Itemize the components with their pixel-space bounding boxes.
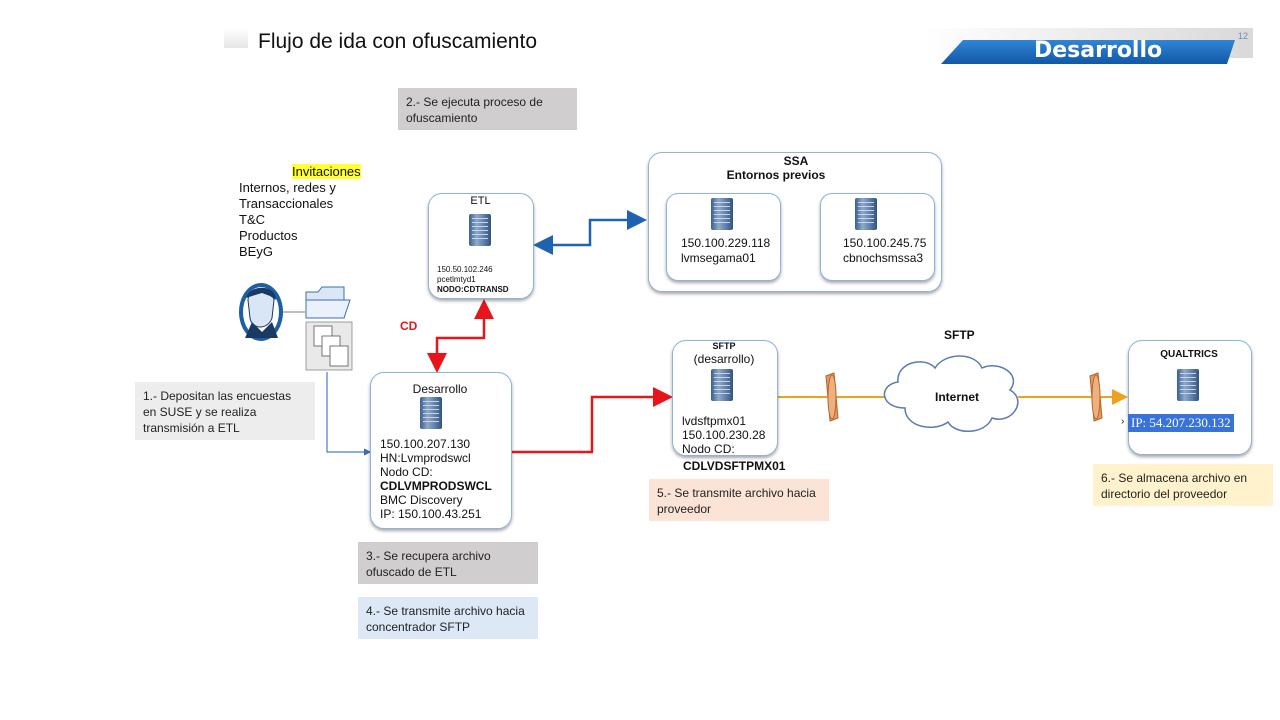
desarrollo-line: HN:Lvmprodswcl (380, 451, 471, 465)
connector-etl-ssa (533, 210, 647, 255)
ssa-server-1: 150.100.229.118 lvmsegama01 (666, 193, 781, 281)
internet-label: Internet (935, 390, 980, 404)
etl-title: ETL (470, 195, 491, 207)
documents-icon (305, 321, 353, 371)
etl-node: ETL 150.50.102.246 pcetlmtyd1 NODO:CDTRA… (428, 193, 534, 299)
step-5-note: 5.- Se transmite archivo hacia proveedor (649, 479, 829, 521)
connector-cd-etl-desarrollo (427, 299, 494, 373)
page-title: Flujo de ida con ofuscamiento (258, 30, 537, 53)
server-icon (420, 397, 442, 429)
etl-host: pcetlmtyd1 (437, 275, 476, 284)
connector-suse-to-desarrollo (326, 372, 372, 456)
etl-nodo: NODO:CDTRANSD (437, 285, 509, 294)
selection-caret-icon: › (1121, 416, 1125, 427)
invitaciones-item: BEyG (239, 244, 273, 259)
desarrollo-details: 150.100.207.130 HN:Lvmprodswcl Nodo CD: … (380, 437, 492, 521)
invitaciones-item: Transaccionales (239, 196, 334, 211)
title-marker (224, 28, 248, 48)
cloud-icon (883, 355, 1019, 432)
firewall-icon (825, 372, 839, 422)
qualtrics-title: QUALTRICS (1160, 349, 1218, 360)
step-6-note: 6.- Se almacena archivo en directorio de… (1093, 464, 1273, 506)
sftp-node-details: lvdsftpmx01 150.100.230.28 Nodo CD: (682, 414, 765, 456)
sftp-node-line: lvdsftpmx01 (682, 414, 747, 428)
invitaciones-item: Internos, redes y (239, 180, 336, 195)
ssa-server-1-ip: 150.100.229.118 (681, 236, 771, 250)
ssa-subtitle: Entornos previos (726, 168, 826, 182)
invitaciones-item: T&C (239, 212, 265, 227)
connector-desarrollo-sftp (512, 387, 673, 454)
sftp-protocol-label: SFTP (944, 328, 975, 342)
ssa-title: SSA (783, 154, 809, 168)
cd-label: CD (400, 319, 418, 333)
server-icon (469, 214, 491, 246)
section-banner (921, 28, 1253, 64)
desarrollo-line: IP: 150.100.43.251 (380, 507, 482, 521)
user-avatar-icon (239, 283, 283, 341)
ssa-node: SSA Entornos previos 150.100.229.118 lvm… (648, 152, 942, 292)
folder-icon (305, 286, 351, 319)
server-icon (1177, 369, 1199, 401)
ssa-server-2-ip: 150.100.245.75 (843, 236, 927, 250)
ssa-server-1-host: lvmsegama01 (681, 251, 756, 265)
qualtrics-node: QUALTRICS (1128, 340, 1252, 455)
invitaciones-heading: Invitaciones (292, 164, 361, 179)
section-banner-label: Desarrollo (1034, 38, 1163, 63)
server-icon (711, 198, 733, 230)
sftp-node-line: Nodo CD: (682, 442, 735, 456)
page-number: 12 (1238, 31, 1249, 41)
desarrollo-node: Desarrollo 150.100.207.130 HN:Lvmprodswc… (370, 372, 512, 529)
ssa-server-2: 150.100.245.75 cbnochsmssa3 (820, 193, 935, 281)
invitaciones-item: Productos (239, 228, 298, 243)
desarrollo-line: BMC Discovery (380, 493, 463, 507)
step-3-note: 3.- Se recupera archivo ofuscado de ETL (358, 542, 538, 584)
step-1-note: 1.- Depositan las encuestas en SUSE y se… (135, 382, 315, 440)
sftp-node-subtitle: (desarrollo) (693, 352, 755, 366)
desarrollo-line: Nodo CD: (380, 465, 433, 479)
server-icon (711, 369, 733, 401)
desarrollo-nodo: CDLVMPRODSWCL (380, 479, 492, 493)
server-icon (855, 198, 877, 230)
etl-ip: 150.50.102.246 (437, 265, 493, 274)
qualtrics-ip: IP: 54.207.230.132 (1128, 414, 1234, 432)
step-2-note: 2.- Se ejecuta proceso de ofuscamiento (398, 88, 577, 130)
desarrollo-title: Desarrollo (412, 382, 468, 396)
desarrollo-line: 150.100.207.130 (380, 437, 471, 451)
step-4-note: 4.- Se transmite archivo hacia concentra… (358, 597, 538, 639)
sftp-node-nodo: CDLVDSFTPMX01 (683, 459, 786, 473)
firewall-icon (1089, 372, 1103, 422)
ssa-server-2-host: cbnochsmssa3 (843, 251, 924, 265)
sftp-node-line: 150.100.230.28 (682, 428, 766, 442)
sftp-node-title: SFTP (712, 341, 736, 351)
invitaciones-list: Internos, redes y Transaccionales T&C Pr… (239, 180, 336, 260)
sftp-node: SFTP (desarrollo) lvdsftpmx01 150.100.23… (672, 340, 778, 456)
